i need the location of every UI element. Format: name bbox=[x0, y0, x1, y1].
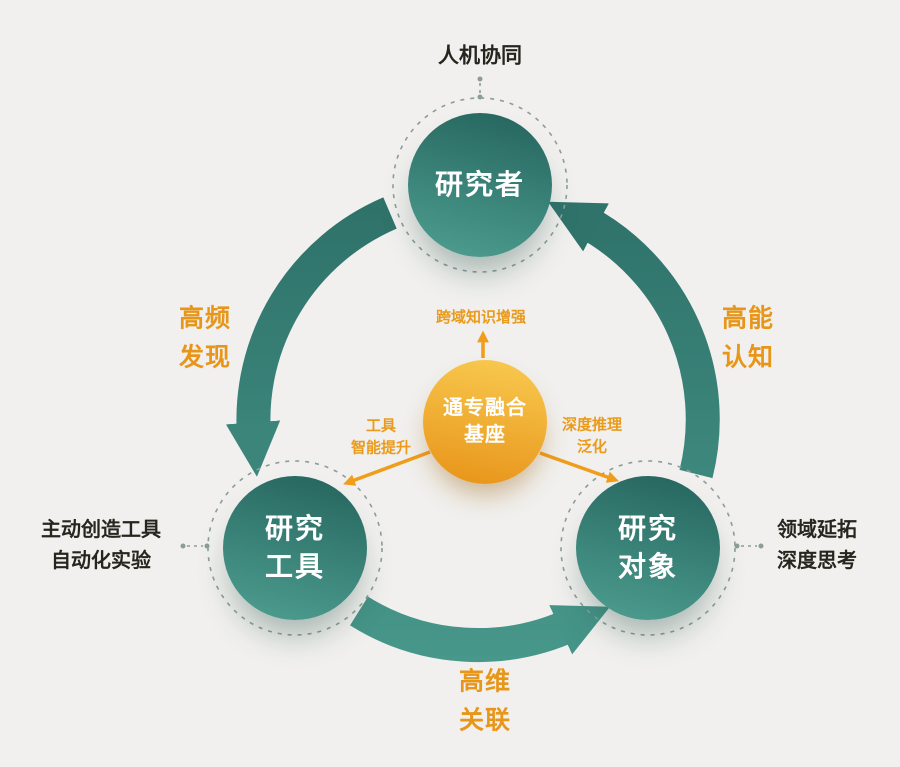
node-tools-label: 研究 工具 bbox=[264, 513, 325, 582]
core-arrow-to-tools bbox=[343, 450, 431, 486]
cycle-label-bottom: 高维 关联 bbox=[458, 667, 512, 734]
annotation-left: 主动创造工具 自动化实验 bbox=[41, 519, 161, 572]
cycle-arrow-object-to-researcher bbox=[548, 201, 720, 479]
core-link-label-researcher: 跨域知识增强 bbox=[435, 309, 527, 327]
annotation-right: 领域延拓 深度思考 bbox=[777, 519, 857, 572]
connector-right bbox=[734, 543, 764, 549]
dashed-ring-object bbox=[560, 460, 736, 636]
node-object-label: 研究 对象 bbox=[617, 513, 678, 582]
connector-top bbox=[477, 76, 483, 100]
connector-left bbox=[180, 543, 210, 549]
annotation-top: 人机协同 bbox=[438, 44, 522, 68]
core-link-label-tools: 工具 智能提升 bbox=[350, 417, 412, 456]
dashed-ring-researcher bbox=[392, 97, 568, 273]
node-core-label: 通专融合 基座 bbox=[443, 397, 527, 446]
core-link-label-object: 深度推理 泛化 bbox=[561, 416, 623, 455]
node-researcher-label: 研究者 bbox=[434, 169, 525, 201]
cycle-label-upper-right: 高能 认知 bbox=[721, 304, 775, 371]
cycle-arrow-tools-to-object bbox=[350, 596, 610, 663]
node-object: 研究 对象 bbox=[576, 476, 720, 620]
node-core: 通专融合 基座 bbox=[423, 360, 547, 484]
cycle-label-upper-left: 高频 发现 bbox=[178, 304, 232, 371]
cycle-arrow-researcher-to-tools bbox=[225, 197, 397, 477]
node-tools: 研究 工具 bbox=[223, 476, 367, 620]
node-researcher: 研究者 bbox=[408, 113, 552, 257]
core-arrow-to-object bbox=[539, 451, 619, 483]
